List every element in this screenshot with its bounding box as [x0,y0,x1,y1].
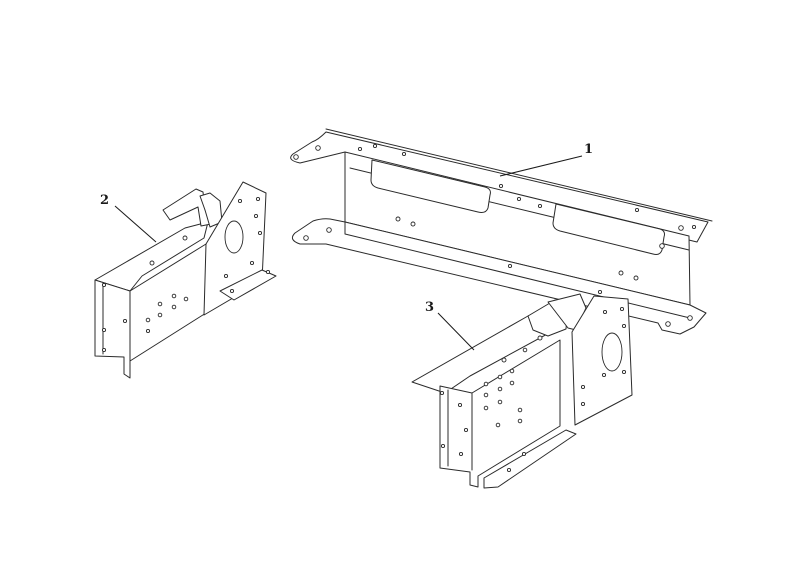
leader-line-1 [499,155,583,177]
part-3-bracket [411,293,633,489]
callout-label-1: 1 [584,142,593,157]
part-2-bracket [94,181,277,379]
leader-line-2 [114,205,157,243]
callout-2: 2 [100,193,157,243]
callout-1: 1 [499,142,593,177]
callout-label-3: 3 [425,300,434,315]
slot-left [370,159,491,213]
leader-line-3 [437,312,475,351]
callout-label-2: 2 [100,193,109,208]
callout-3: 3 [425,300,475,351]
slot-right [552,203,665,255]
part-1-crossmember-beam [290,128,713,335]
